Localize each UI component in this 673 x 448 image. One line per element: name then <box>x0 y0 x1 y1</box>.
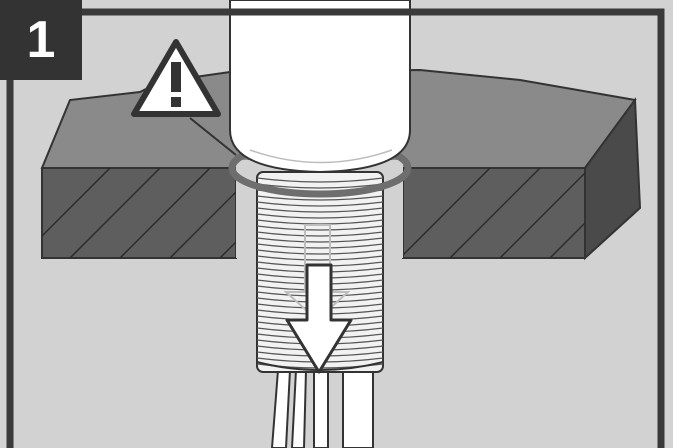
shank-thread-line <box>257 249 383 255</box>
shank-thread-line <box>257 255 383 261</box>
countertop-front-left <box>41 167 237 259</box>
hatching-left <box>42 168 236 258</box>
shank-thread-line <box>257 225 383 231</box>
shank-thread-line <box>257 237 383 243</box>
hatching-right <box>403 168 585 258</box>
faucet-body <box>229 0 411 174</box>
shank-thread-line <box>257 201 383 207</box>
shank-thread-line <box>257 207 383 213</box>
frame-top-right <box>0 8 665 448</box>
shank-thread-line <box>257 177 383 183</box>
shank-thread-line <box>257 183 383 189</box>
shank-thread-line <box>257 243 383 249</box>
shank-thread-line <box>257 213 383 219</box>
warning-leader-line <box>189 117 237 156</box>
push-down-arrow-icon <box>285 263 353 374</box>
shank-thread-line <box>257 231 383 237</box>
supply-lines <box>270 369 374 448</box>
shank-thread-line <box>257 195 383 201</box>
step-number-badge: 1 <box>0 0 82 80</box>
warning-triangle-icon <box>131 39 221 117</box>
